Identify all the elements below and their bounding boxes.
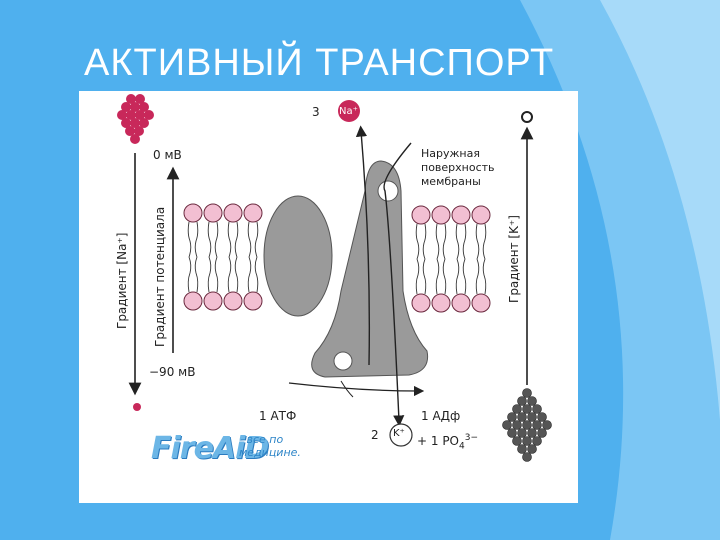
potential-bottom-label: −90 мВ [149, 365, 195, 379]
fireaid-logo: FireAiD - все по медицине. [151, 431, 268, 466]
k-ion-cluster [503, 389, 552, 462]
membrane-protein-left [264, 196, 332, 316]
na-ion-small [133, 403, 141, 411]
potential-gradient-axis-label: Градиент потенциала [153, 207, 167, 347]
lipid-bilayer-left [184, 204, 262, 310]
k-gradient-axis-label: Градиент [K⁺] [507, 215, 521, 303]
diagram-panel: 3 Na⁺ 0 мВ −90 мВ Наружная поверхность м… [79, 91, 578, 503]
na-count-label: 3 [312, 105, 320, 119]
phosphate-label: + 1 PO43− [417, 431, 478, 453]
potential-top-label: 0 мВ [153, 148, 182, 162]
pump-binding-site-top [378, 181, 398, 201]
adp-label: 1 АДф [421, 409, 460, 423]
k-ion-label: K⁺ [393, 427, 405, 441]
atp-label: 1 АТФ [259, 409, 296, 423]
na-ion-cluster [117, 94, 154, 144]
k-count-label: 2 [371, 428, 379, 442]
outer-surface-note: Наружная поверхность мембраны [421, 147, 541, 189]
pump-binding-site-bottom [334, 352, 352, 370]
atp-arrow [289, 383, 419, 391]
k-ion-small [522, 112, 532, 122]
na-gradient-axis-label: Градиент [Na⁺] [115, 233, 129, 329]
logo-tagline: - все по медицине. [239, 433, 329, 459]
na-ion-label: Na⁺ [339, 105, 358, 119]
lipid-bilayer-right [412, 206, 490, 312]
slide-title: АКТИВНЫЙ ТРАНСПОРТ [84, 42, 554, 85]
